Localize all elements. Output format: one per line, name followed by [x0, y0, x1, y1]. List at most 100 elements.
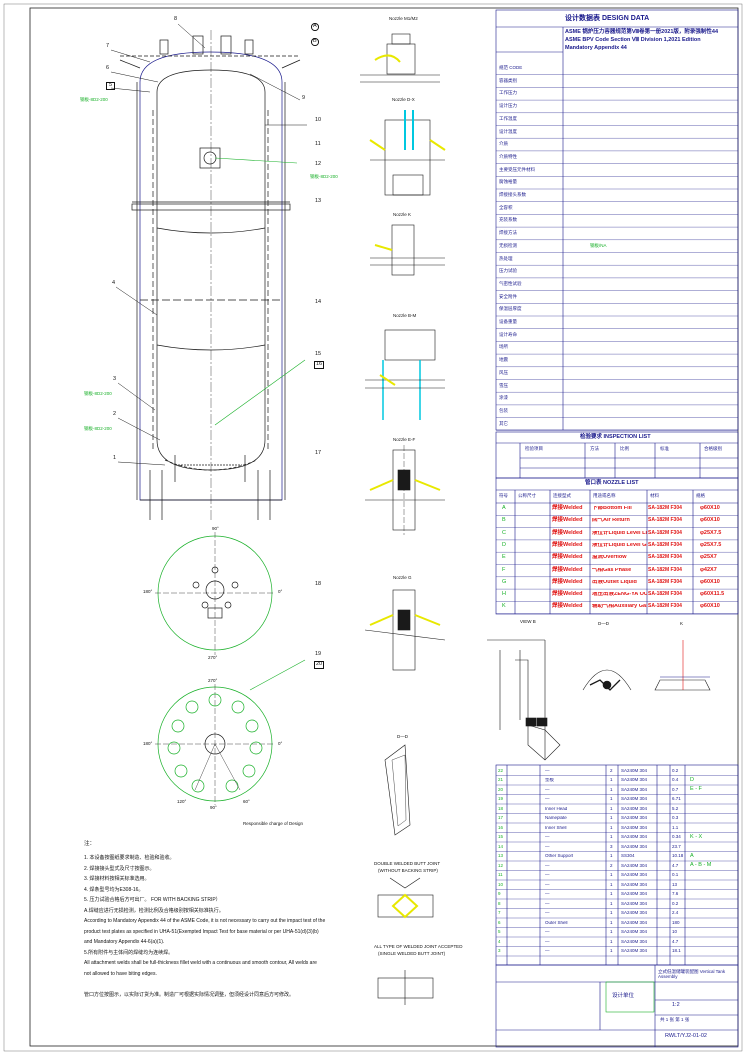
- title-block: [495, 964, 739, 1048]
- label-nozzle-ef: Nozzle E-F: [393, 437, 416, 442]
- design-data-label: 设备重量: [499, 319, 517, 324]
- bom-material: SA240M 304: [621, 900, 648, 906]
- design-data-label: 设计温度: [499, 128, 517, 134]
- bom-name: —: [545, 911, 550, 915]
- bom-material: SA240M 304: [621, 948, 648, 953]
- design-data-label: 充装系数: [499, 217, 517, 223]
- callout-15: 15: [315, 351, 322, 357]
- bom-material: SA240M 304: [621, 824, 648, 830]
- bom-table-frame: [495, 764, 739, 966]
- inspection-header: 合格级别: [704, 446, 722, 451]
- bom-weight: 18.1: [672, 948, 681, 953]
- bom-name: Inner Head: [545, 806, 568, 811]
- bom-item-no: 9: [498, 891, 501, 896]
- bom-material: SA240M 304: [621, 843, 648, 849]
- note-line: 1. 本设备按图纸要求制造、检验和验收。: [84, 855, 175, 861]
- nozzle-symbol: G: [502, 578, 507, 585]
- bom-name: Inner Shell: [545, 825, 567, 830]
- bottom-view: [155, 684, 275, 805]
- callout-19: 19: [315, 651, 322, 657]
- nozzle-material: SA-182M F304: [648, 591, 682, 598]
- bom-weight: 5.2: [672, 805, 679, 811]
- title-drawing: 立式低温储罐装配图 Vertical Tank Assembly: [658, 969, 726, 979]
- bom-qty: 1: [610, 872, 613, 877]
- nozzle-symbol: C: [502, 529, 506, 536]
- design-data-label: 主要受压元件材料: [499, 166, 535, 172]
- label-responsible: Responsible charge of Design: [243, 821, 304, 826]
- callout-9: 9: [302, 95, 306, 101]
- label-nozzle-g: Nozzle G: [393, 575, 412, 580]
- nozzle-symbol: F: [502, 566, 506, 573]
- label-nozzle-m1-m2: Nozzle M1/M2: [389, 16, 418, 21]
- bom-name: —: [545, 882, 550, 887]
- nozzle-spec: φ42X7: [700, 566, 717, 573]
- note-line: product test plates as specified in UHA-…: [84, 928, 319, 935]
- inspection-title: 检验要求 INSPECTION LIST: [580, 434, 651, 440]
- nozzle-use: 液位计Liquid Level Gas Phase: [592, 542, 647, 548]
- bom-qty: 1: [610, 834, 613, 839]
- bom-qty: 1: [610, 891, 613, 896]
- code-line-3: Mandatory Appendix 44: [565, 45, 627, 51]
- bom-qty: 1: [610, 881, 613, 887]
- bom-item-no: 6: [498, 919, 501, 925]
- note-line: 2. 焊接接头型式及尺寸按图示。: [84, 865, 155, 872]
- bom-weight: 23.7: [672, 843, 681, 849]
- bom-item-no: 3: [498, 948, 501, 953]
- bom-item-no: 12: [498, 862, 504, 868]
- bom-qty: 1: [610, 786, 613, 792]
- bom-item-no: 19: [498, 796, 504, 801]
- bom-material: SA240M 304: [621, 767, 648, 773]
- bom-material: SA240M 304: [621, 777, 648, 782]
- bom-name: —: [545, 787, 550, 792]
- bom-item-no: 16: [498, 824, 504, 830]
- vessel-elevation: [119, 30, 301, 520]
- angle-bottom-90: 90°: [210, 805, 217, 810]
- bom-name: 垫板: [545, 778, 554, 782]
- design-data-label: 腐蚀裕量: [499, 179, 517, 185]
- nozzle-material: SA-182M F304: [648, 578, 682, 585]
- callout-16: 16: [314, 361, 325, 369]
- bom-weight: 0.4: [672, 777, 679, 782]
- bom-qty: 3: [610, 843, 613, 849]
- nozzle-connection: 焊接Welded: [552, 591, 583, 598]
- nozzle-material: SA-182M F304: [648, 517, 682, 524]
- inspection-header: 检验项目: [525, 446, 543, 451]
- bom-qty: 1: [610, 815, 613, 820]
- bom-name: —: [545, 892, 550, 896]
- nozzle-material: SA-182M F304: [648, 554, 682, 561]
- angle-top-180: 180°: [143, 589, 153, 594]
- nozzle-use: 液位计Liquid Level Liquid Phase: [592, 530, 647, 536]
- bom-name: —: [545, 835, 550, 839]
- bom-item-no: 22: [498, 767, 504, 773]
- notes-heading: 注：: [84, 841, 96, 847]
- bom-material: SA240M 304: [621, 938, 648, 944]
- code-line-1: ASME 锅炉压力容器规范第Ⅷ卷第一册2021版，附录强制性44: [565, 29, 719, 35]
- note-line: According to Mandatory Appendix 44 of th…: [84, 918, 326, 924]
- callout-1: 1: [113, 455, 117, 461]
- view-b-sections: [487, 639, 711, 761]
- nozzle-use: 气相Gas Phase: [592, 567, 632, 573]
- note-line: 4. 焊条型号均为E308-16。: [84, 886, 144, 893]
- note-line: 5.所有附件与主体间的焊缝均为连续焊。: [84, 949, 174, 956]
- bom-weight: 4.7: [672, 938, 679, 944]
- nozzle-connection: 焊接Welded: [552, 517, 583, 524]
- nozzle-spec: φ60X10: [700, 517, 720, 524]
- bom-item-no: 17: [498, 815, 504, 820]
- design-data-label: 工作压力: [499, 90, 517, 96]
- title-owner: 设计单位: [612, 993, 635, 999]
- note-line: A.焊缝应进行无损检测，检测比例及合格级别按相关标准执行。: [84, 907, 224, 914]
- nozzle-connection: 焊接Welded: [552, 554, 583, 561]
- nozzle-use: 溢流Overflow: [592, 555, 627, 561]
- design-data-label: 保温层厚度: [499, 306, 522, 312]
- callout-8: 8: [174, 16, 178, 22]
- bom-weight: 10.18: [672, 853, 684, 858]
- bom-weight: 0.1: [672, 872, 679, 877]
- angle-top-0: 0°: [278, 589, 283, 594]
- design-data-label: 压力试验: [499, 268, 517, 274]
- bom-material: SA240M 304: [621, 929, 648, 934]
- nozzle-spec: φ60X10: [700, 578, 720, 585]
- label-section-k: K: [680, 621, 684, 626]
- design-data-label: 地震: [499, 357, 508, 363]
- design-data-label: 安全附件: [499, 293, 517, 299]
- callout-3: 3: [113, 376, 117, 382]
